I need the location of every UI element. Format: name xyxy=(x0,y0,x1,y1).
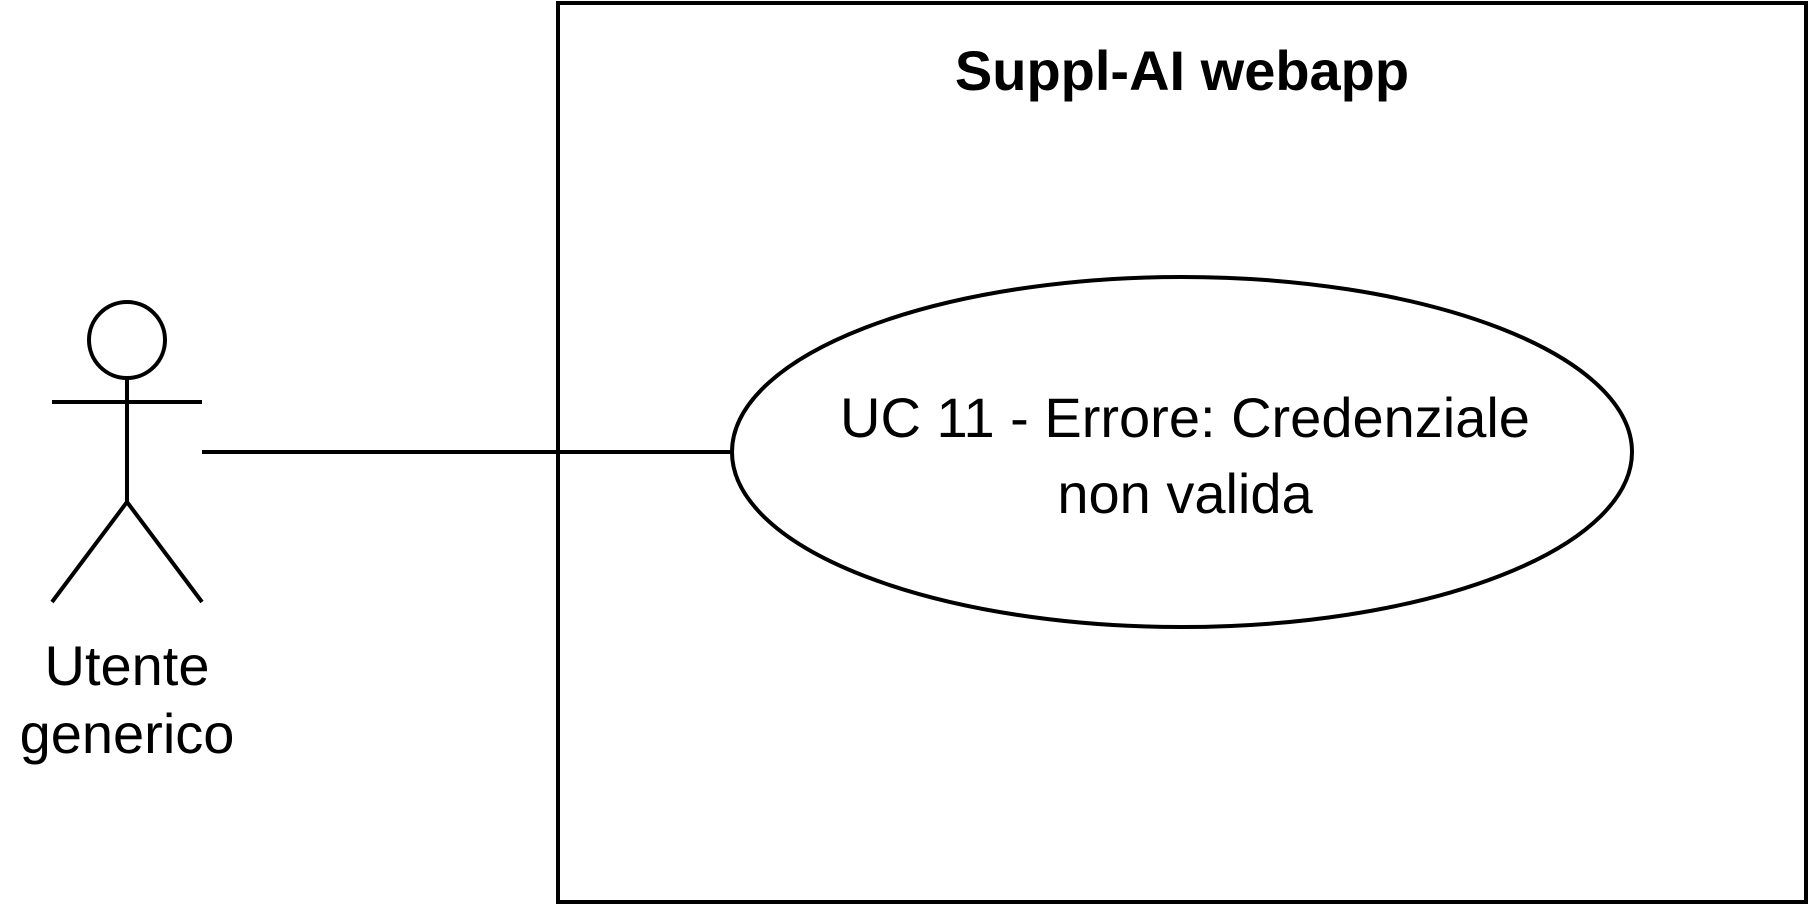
actor-label-line1: Utente xyxy=(44,634,210,697)
use-case-ellipse xyxy=(730,275,1634,629)
actor-left-leg xyxy=(50,500,129,604)
actor-label-line2: generico xyxy=(19,702,235,765)
actor-right-leg xyxy=(125,500,204,604)
use-case-label: UC 11 - Errore: Credenziale non valida xyxy=(735,380,1635,532)
actor-head xyxy=(87,300,167,380)
use-case-label-line2: non valida xyxy=(1057,462,1313,525)
actor-label: Utente generico xyxy=(0,632,254,768)
use-case-label-line1: UC 11 - Errore: Credenziale xyxy=(840,386,1530,449)
actor-figure xyxy=(50,300,204,604)
system-title: Suppl-AI webapp xyxy=(954,39,1410,102)
